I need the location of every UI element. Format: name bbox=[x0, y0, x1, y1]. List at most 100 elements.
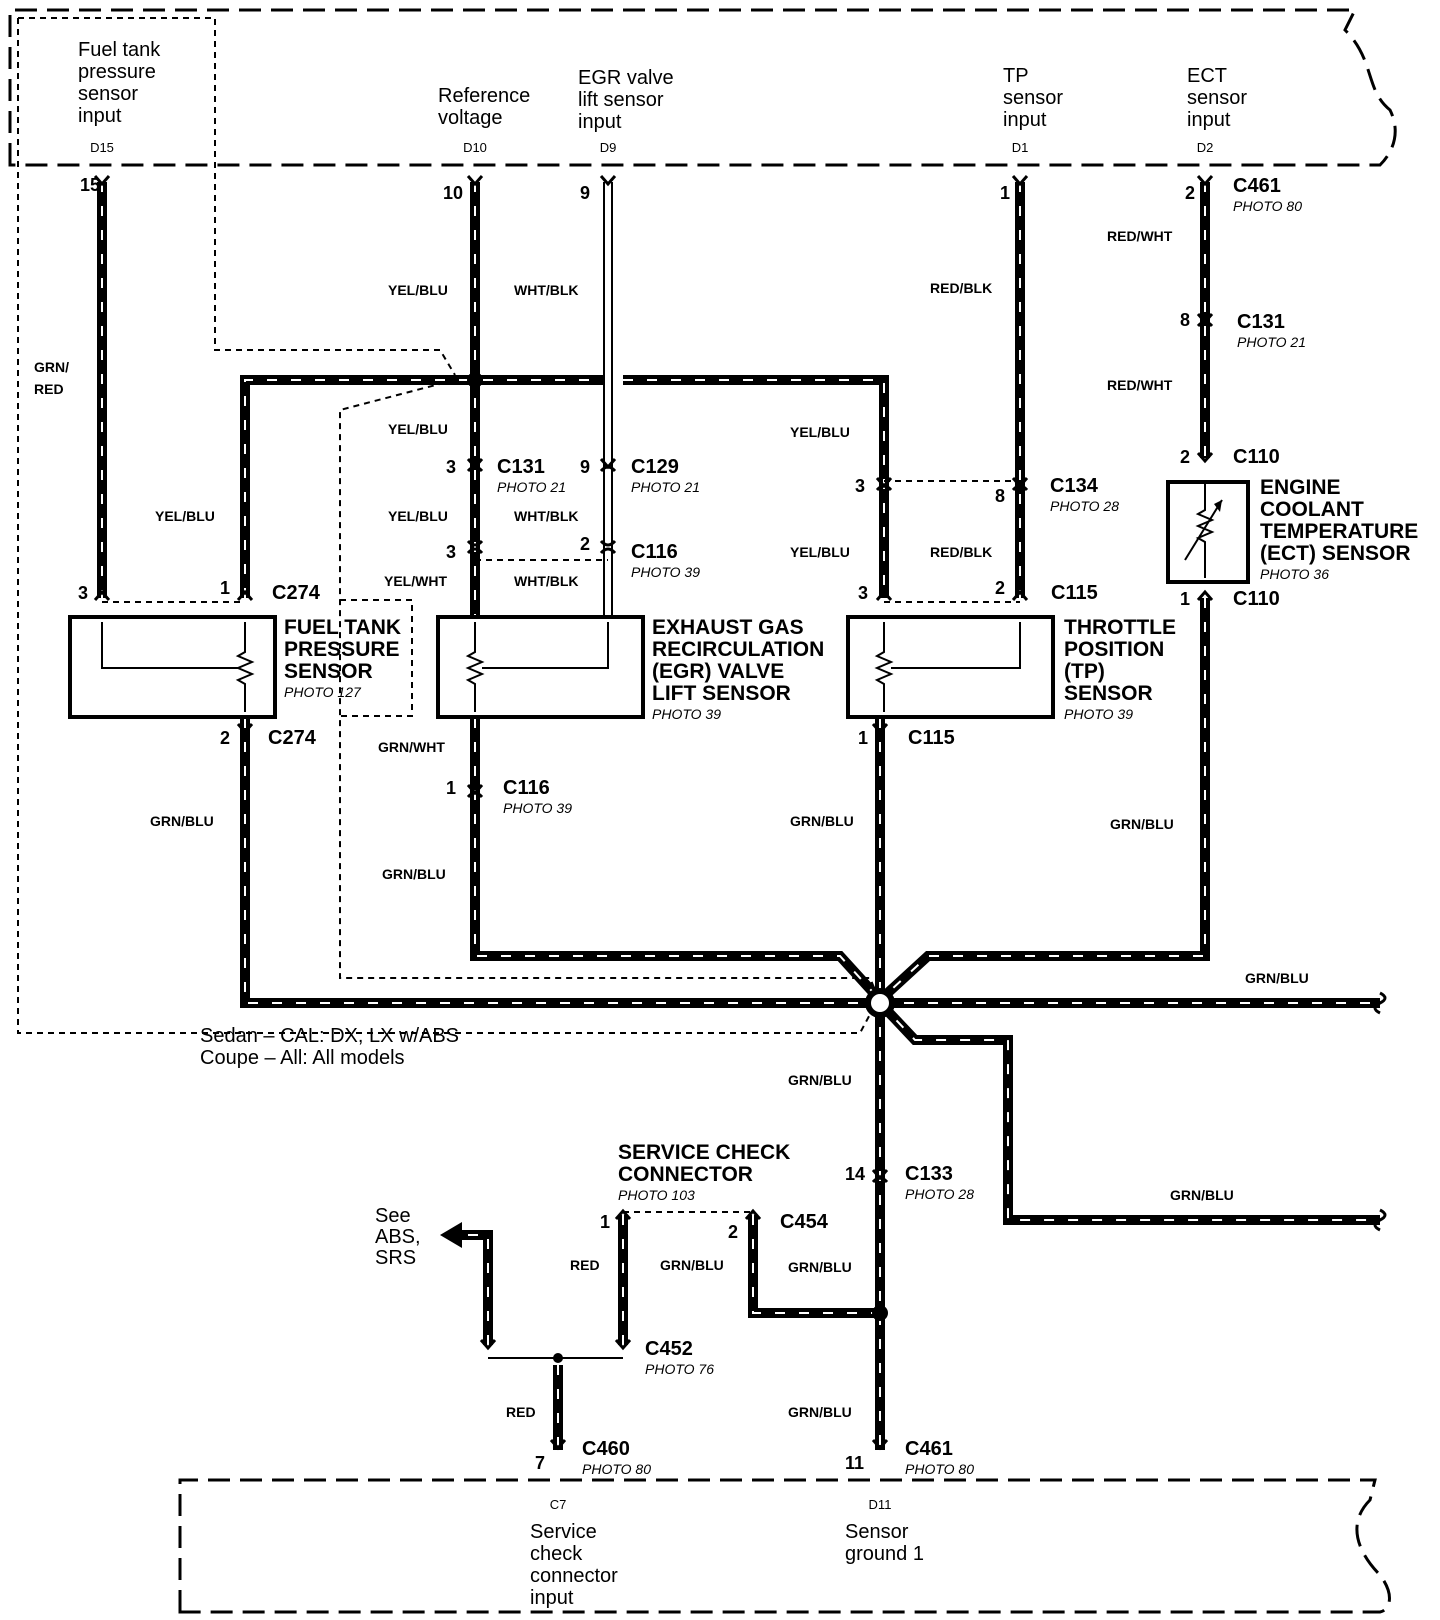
ect-sensor-label-line-2: COOLANT bbox=[1260, 498, 1364, 521]
wire-color-grn-red-line-2: RED bbox=[34, 381, 64, 397]
throttle-position-sensor-label-line-1: THROTTLE bbox=[1064, 616, 1176, 639]
egr-valve-lift-sensor-label-line-3: (EGR) VALVE bbox=[652, 660, 784, 683]
wire-color-yel-blu-fuel: YEL/BLU bbox=[155, 508, 215, 524]
service-check-connector-label-line-1: SERVICE CHECK bbox=[618, 1141, 790, 1164]
ect-sensor-internals bbox=[1184, 484, 1223, 578]
connector-c274-bot: C274 bbox=[268, 727, 317, 749]
egr-valve-lift-sensor-label-line-2: RECIRCULATION bbox=[652, 638, 824, 661]
wire-end-right-2 bbox=[1373, 1208, 1387, 1232]
model-applicability-note-line-1: Sedan – CAL: DX, LX w/ABS bbox=[200, 1025, 459, 1047]
egr-lift-input-pin: D9 bbox=[600, 140, 617, 155]
pin-number-p2-c110: 2 bbox=[1180, 447, 1190, 467]
pin-number-p9-c129: 9 bbox=[580, 457, 590, 477]
pin-number-p1-tp: 1 bbox=[1000, 183, 1010, 203]
connector-c460-photo: PHOTO 80 bbox=[582, 1461, 651, 1477]
wire-ect-ground bbox=[876, 598, 1210, 1004]
service-check-input-label-line-1: Service bbox=[530, 1521, 597, 1543]
connector-c116-top: C116 bbox=[631, 541, 678, 563]
connector-c131-ect-photo: PHOTO 21 bbox=[1237, 334, 1306, 350]
wire-dashes bbox=[101, 182, 1380, 1450]
ect-sensor-label-line-3: TEMPERATURE bbox=[1260, 520, 1418, 543]
wire-color-wht-blk3: WHT/BLK bbox=[514, 573, 579, 589]
fuel-tank-pressure-sensor-label-line-2: PRESSURE bbox=[284, 638, 400, 661]
fuel-tank-pressure-sensor-photo: PHOTO 127 bbox=[284, 684, 362, 700]
connector-c452-photo: PHOTO 76 bbox=[645, 1361, 714, 1377]
see-abs-srs-note-line-1: See bbox=[375, 1205, 411, 1227]
pin-number-p9: 9 bbox=[580, 183, 590, 203]
wire-egr-signal bbox=[603, 182, 613, 618]
sensor-ground-pin: D11 bbox=[869, 1497, 892, 1512]
connector-c274-top: C274 bbox=[272, 582, 321, 604]
reference-voltage-input-label-line-1: Reference bbox=[438, 85, 530, 107]
connector-c116-bot: C116 bbox=[503, 777, 550, 799]
pin-number-p8-c131: 8 bbox=[1180, 310, 1190, 330]
wire-color-grn-blu-fuel: GRN/BLU bbox=[150, 813, 214, 829]
wire-color-wht-blk1: WHT/BLK bbox=[514, 282, 579, 298]
wire-color-grn-blu-c454: GRN/BLU bbox=[660, 1257, 724, 1273]
splice-reference bbox=[467, 372, 483, 388]
pin-number-p1-c115b: 1 bbox=[858, 728, 868, 748]
throttle-position-sensor-label-line-3: (TP) bbox=[1064, 660, 1105, 683]
wire-fuel-ground bbox=[240, 718, 880, 1008]
connector-c461-bot: C461 bbox=[905, 1438, 953, 1460]
throttle-position-sensor-label-line-4: SENSOR bbox=[1064, 682, 1153, 705]
wire-color-yel-blu-ref2: YEL/BLU bbox=[388, 421, 448, 437]
wire-color-grn-red-line-1: GRN/ bbox=[34, 359, 69, 375]
ecm-bottom-boundary bbox=[178, 1478, 1391, 1614]
service-check-input-label-line-4: input bbox=[530, 1587, 574, 1609]
pin-number-p15: 15 bbox=[80, 175, 100, 195]
wire-color-grn-wht: GRN/WHT bbox=[378, 739, 445, 755]
see-abs-srs-note-line-2: ABS, bbox=[375, 1226, 421, 1248]
wire-color-red-wht1: RED/WHT bbox=[1107, 228, 1173, 244]
wires bbox=[97, 182, 1380, 1450]
wire-color-red-c452: RED bbox=[570, 1257, 600, 1273]
service-check-connector-label-line-2: CONNECTOR bbox=[618, 1163, 753, 1186]
connector-c134: C134 bbox=[1050, 475, 1099, 497]
wire-color-red-c460: RED bbox=[506, 1404, 536, 1420]
model-applicability-note-line-2: Coupe – All: All models bbox=[200, 1047, 405, 1069]
ect-sensor-arrow bbox=[1214, 500, 1222, 512]
option-boundary-outer bbox=[17, 17, 876, 1034]
reference-voltage-input-label-line-2: voltage bbox=[438, 107, 503, 129]
connector-c460: C460 bbox=[582, 1438, 630, 1460]
connector-c129-photo: PHOTO 21 bbox=[631, 479, 700, 495]
wire-abs bbox=[452, 1230, 493, 1345]
service-check-input-pin: C7 bbox=[550, 1497, 567, 1512]
egr-lift-input-label-line-1: EGR valve bbox=[578, 67, 674, 89]
see-abs-srs-note-line-3: SRS bbox=[375, 1247, 416, 1269]
connector-c116-bot-photo: PHOTO 39 bbox=[503, 800, 572, 816]
wire-color-grn-blu-right2: GRN/BLU bbox=[1170, 1187, 1234, 1203]
ect-sensor-photo: PHOTO 36 bbox=[1260, 566, 1329, 582]
ect-sensor-input-label-line-3: input bbox=[1187, 109, 1231, 131]
pin-number-p2-c115: 2 bbox=[995, 578, 1005, 598]
fuel-tank-pressure-sensor-label-line-3: SENSOR bbox=[284, 660, 373, 683]
pin-number-p1-c116: 1 bbox=[446, 778, 456, 798]
service-check-connector-photo: PHOTO 103 bbox=[618, 1187, 695, 1203]
wire-color-red-blk2: RED/BLK bbox=[930, 544, 992, 560]
egr-sensor-internals bbox=[465, 622, 609, 712]
pin-number-p10: 10 bbox=[443, 183, 463, 203]
pin-number-p14-c133: 14 bbox=[845, 1164, 865, 1184]
throttle-position-sensor-photo: PHOTO 39 bbox=[1064, 706, 1133, 722]
service-check-input-label-line-3: connector bbox=[530, 1565, 618, 1587]
wire-end-right-1 bbox=[1373, 991, 1387, 1015]
tp-sensor-input-label-line-2: sensor bbox=[1003, 87, 1063, 109]
terminal-markers bbox=[93, 175, 1214, 1451]
ect-sensor-label-line-1: ENGINE bbox=[1260, 476, 1341, 499]
pin-number-p7-c460: 7 bbox=[535, 1453, 545, 1473]
wire-color-grn-blu-right1: GRN/BLU bbox=[1245, 970, 1309, 986]
fuel-tank-input-label-line-1: Fuel tank bbox=[78, 39, 161, 61]
connector-c115-bot: C115 bbox=[908, 727, 955, 749]
wire-color-yel-blu-ref3: YEL/BLU bbox=[388, 508, 448, 524]
egr-valve-lift-sensor-label-line-1: EXHAUST GAS bbox=[652, 616, 804, 639]
connector-c110-top: C110 bbox=[1233, 446, 1280, 468]
pin-number-p3-c274: 3 bbox=[78, 583, 88, 603]
sensor-ground-label-line-2: ground 1 bbox=[845, 1543, 924, 1565]
option-boundary-fuel bbox=[340, 599, 413, 717]
fuel-sensor-internals bbox=[101, 622, 255, 712]
fuel-tank-input-pin: D15 bbox=[90, 140, 114, 155]
connector-c461-top: C461 bbox=[1233, 175, 1281, 197]
wire-color-grn-blu-down: GRN/BLU bbox=[788, 1072, 852, 1088]
wire-color-yel-blu-ref1: YEL/BLU bbox=[388, 282, 448, 298]
